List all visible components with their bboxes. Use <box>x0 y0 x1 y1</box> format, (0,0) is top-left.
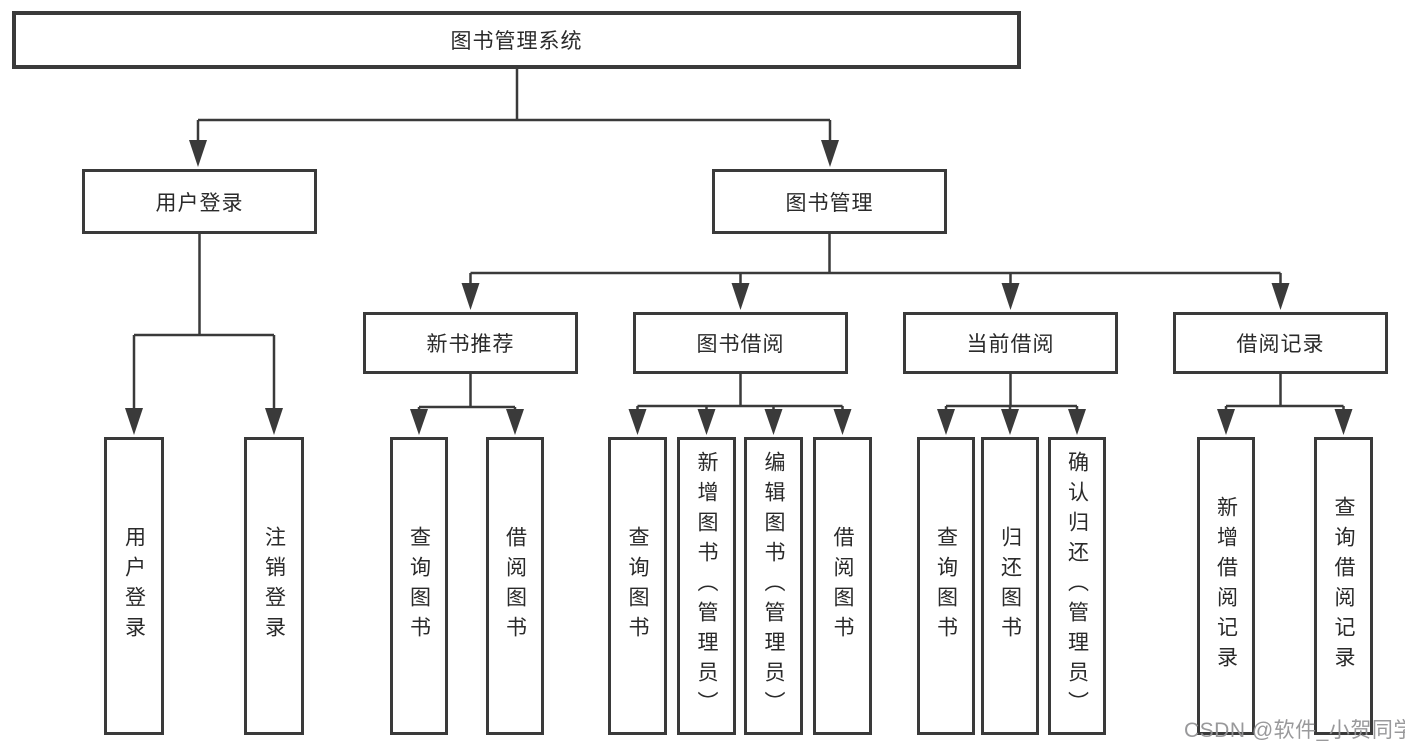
node-label: 用户登录 <box>122 526 146 646</box>
connector-borrowing-children <box>636 374 844 414</box>
arrowhead <box>1217 409 1235 435</box>
leaf-user-login: 用户登录 <box>104 437 164 735</box>
leaf-borrowing-add-books-admin: 新增图书（管理员） <box>677 437 736 735</box>
node-label: 借阅图书 <box>503 526 527 646</box>
node-label: 当前借阅 <box>966 333 1055 356</box>
node-label: 归还图书 <box>998 526 1022 646</box>
node-label: 确认归还（管理员） <box>1065 451 1089 721</box>
node-label: 查询图书 <box>407 526 431 646</box>
leaf-current-confirm-return-admin: 确认归还（管理员） <box>1048 437 1106 735</box>
connector-current-children <box>944 374 1079 414</box>
node-label: 查询图书 <box>934 526 958 646</box>
arrowhead <box>1001 283 1020 310</box>
arrowhead <box>1001 409 1019 435</box>
node-label: 图书管理系统 <box>450 30 583 53</box>
leaf-recommend-query-books: 查询图书 <box>390 437 448 735</box>
arrowhead <box>1334 409 1353 435</box>
connector-book-mgmt-children <box>469 233 1282 288</box>
leaf-records-add-borrow-record: 新增借阅记录 <box>1197 437 1255 735</box>
arrowhead <box>461 283 480 310</box>
node-label: 借阅记录 <box>1236 333 1325 356</box>
node-label: 图书管理 <box>785 191 874 215</box>
arrowhead <box>937 409 955 435</box>
node-book-borrowing: 图书借阅 <box>633 312 848 374</box>
arrowhead <box>189 140 207 167</box>
connector-user-login-children <box>132 234 276 412</box>
leaf-recommend-borrow-books: 借阅图书 <box>486 437 544 735</box>
node-label: 查询图书 <box>626 526 649 646</box>
csdn-watermark: CSDN @软件_小贺同学 <box>1184 719 1405 742</box>
leaf-current-return-books: 归还图书 <box>981 437 1039 735</box>
node-label: 新书推荐 <box>426 333 515 356</box>
node-label: 新增图书（管理员） <box>695 451 718 721</box>
node-label: 查询借阅记录 <box>1332 496 1355 676</box>
node-new-book-recommend: 新书推荐 <box>363 312 578 374</box>
arrowhead <box>410 409 428 435</box>
connector-recommend-children <box>417 374 517 414</box>
arrowhead <box>697 409 716 435</box>
arrowhead <box>1271 283 1290 310</box>
leaf-logout: 注销登录 <box>244 437 304 735</box>
node-label: 图书借阅 <box>696 333 785 356</box>
connector-root-to-level2 <box>196 69 832 144</box>
arrowhead <box>628 409 647 435</box>
arrowhead <box>821 140 839 167</box>
arrowhead <box>1068 409 1086 435</box>
leaf-borrowing-borrow-books: 借阅图书 <box>813 437 872 735</box>
leaf-borrowing-edit-books-admin: 编辑图书（管理员） <box>744 437 803 735</box>
connector-records-children <box>1224 374 1345 414</box>
arrowheads <box>125 140 1353 435</box>
arrowhead <box>833 409 852 435</box>
leaf-borrowing-query-books: 查询图书 <box>608 437 667 735</box>
node-user-login: 用户登录 <box>82 169 317 234</box>
node-label: 新增借阅记录 <box>1214 496 1238 676</box>
node-label: 用户登录 <box>155 191 244 215</box>
arrowhead <box>506 409 524 435</box>
leaf-current-query-books: 查询图书 <box>917 437 975 735</box>
node-borrowing-records: 借阅记录 <box>1173 312 1388 374</box>
arrowhead <box>265 408 283 435</box>
node-label: 注销登录 <box>262 526 286 646</box>
leaf-records-query-borrow-record: 查询借阅记录 <box>1314 437 1373 735</box>
node-book-management: 图书管理 <box>712 169 947 234</box>
arrowhead <box>731 283 750 310</box>
node-label: 编辑图书（管理员） <box>762 451 785 721</box>
node-label: 借阅图书 <box>831 526 854 646</box>
arrowhead <box>764 409 783 435</box>
arrowhead <box>125 408 143 435</box>
node-library-management-system: 图书管理系统 <box>12 11 1021 69</box>
node-current-borrowing: 当前借阅 <box>903 312 1118 374</box>
